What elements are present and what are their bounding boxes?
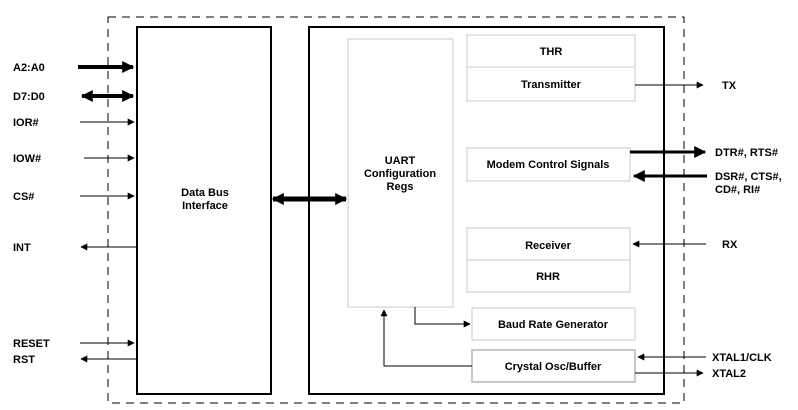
d7d0-label: D7:D0: [13, 91, 45, 103]
modem-control-block: [466, 147, 631, 182]
a2a0-label: A2:A0: [13, 62, 45, 74]
receiver-block: [466, 227, 631, 261]
dsr-cts-label-line2: CD#, RI#: [715, 184, 760, 196]
xtal2-label: XTAL2: [712, 368, 746, 380]
data-bus-interface-block: [136, 26, 272, 395]
baud-rate-generator-block: [471, 307, 636, 341]
rhr-block: [466, 259, 631, 293]
reset-label: RESET: [13, 338, 50, 350]
chip-outline: [107, 16, 685, 404]
uart-config-label-line3: Regs: [387, 181, 414, 193]
crystal-osc-label: Crystal Osc/Buffer: [505, 361, 602, 373]
uart-to-baud-connector: [414, 307, 471, 328]
int-label: INT: [13, 242, 31, 254]
data-bus-label-line2: Interface: [182, 200, 228, 212]
receiver-label: Receiver: [525, 240, 572, 252]
transmitter-label: Transmitter: [521, 79, 582, 91]
tx-label: TX: [722, 80, 737, 92]
rx-label: RX: [722, 239, 738, 251]
thr-label: THR: [540, 46, 563, 58]
rst-label: RST: [13, 354, 35, 366]
xtal1-label: XTAL1/CLK: [712, 352, 772, 364]
uart-config-label-line1: UART: [385, 155, 416, 167]
thr-block: [466, 34, 636, 68]
rhr-label: RHR: [536, 271, 560, 283]
ior-label: IOR#: [13, 117, 39, 129]
uart-config-regs-block: [347, 38, 454, 308]
baud-rate-generator-label: Baud Rate Generator: [498, 319, 609, 331]
cs-label: CS#: [13, 191, 34, 203]
crystal-to-uart-connector: [380, 309, 472, 367]
iow-label: IOW#: [13, 153, 41, 165]
uart-config-label-line2: Configuration: [364, 168, 436, 180]
transmitter-block: [466, 66, 636, 102]
modem-control-label: Modem Control Signals: [487, 159, 610, 171]
dtr-rts-label: DTR#, RTS#: [715, 147, 778, 159]
dsr-cts-label-line1: DSR#, CTS#,: [715, 171, 782, 183]
data-bus-label-line1: Data Bus: [181, 187, 229, 199]
